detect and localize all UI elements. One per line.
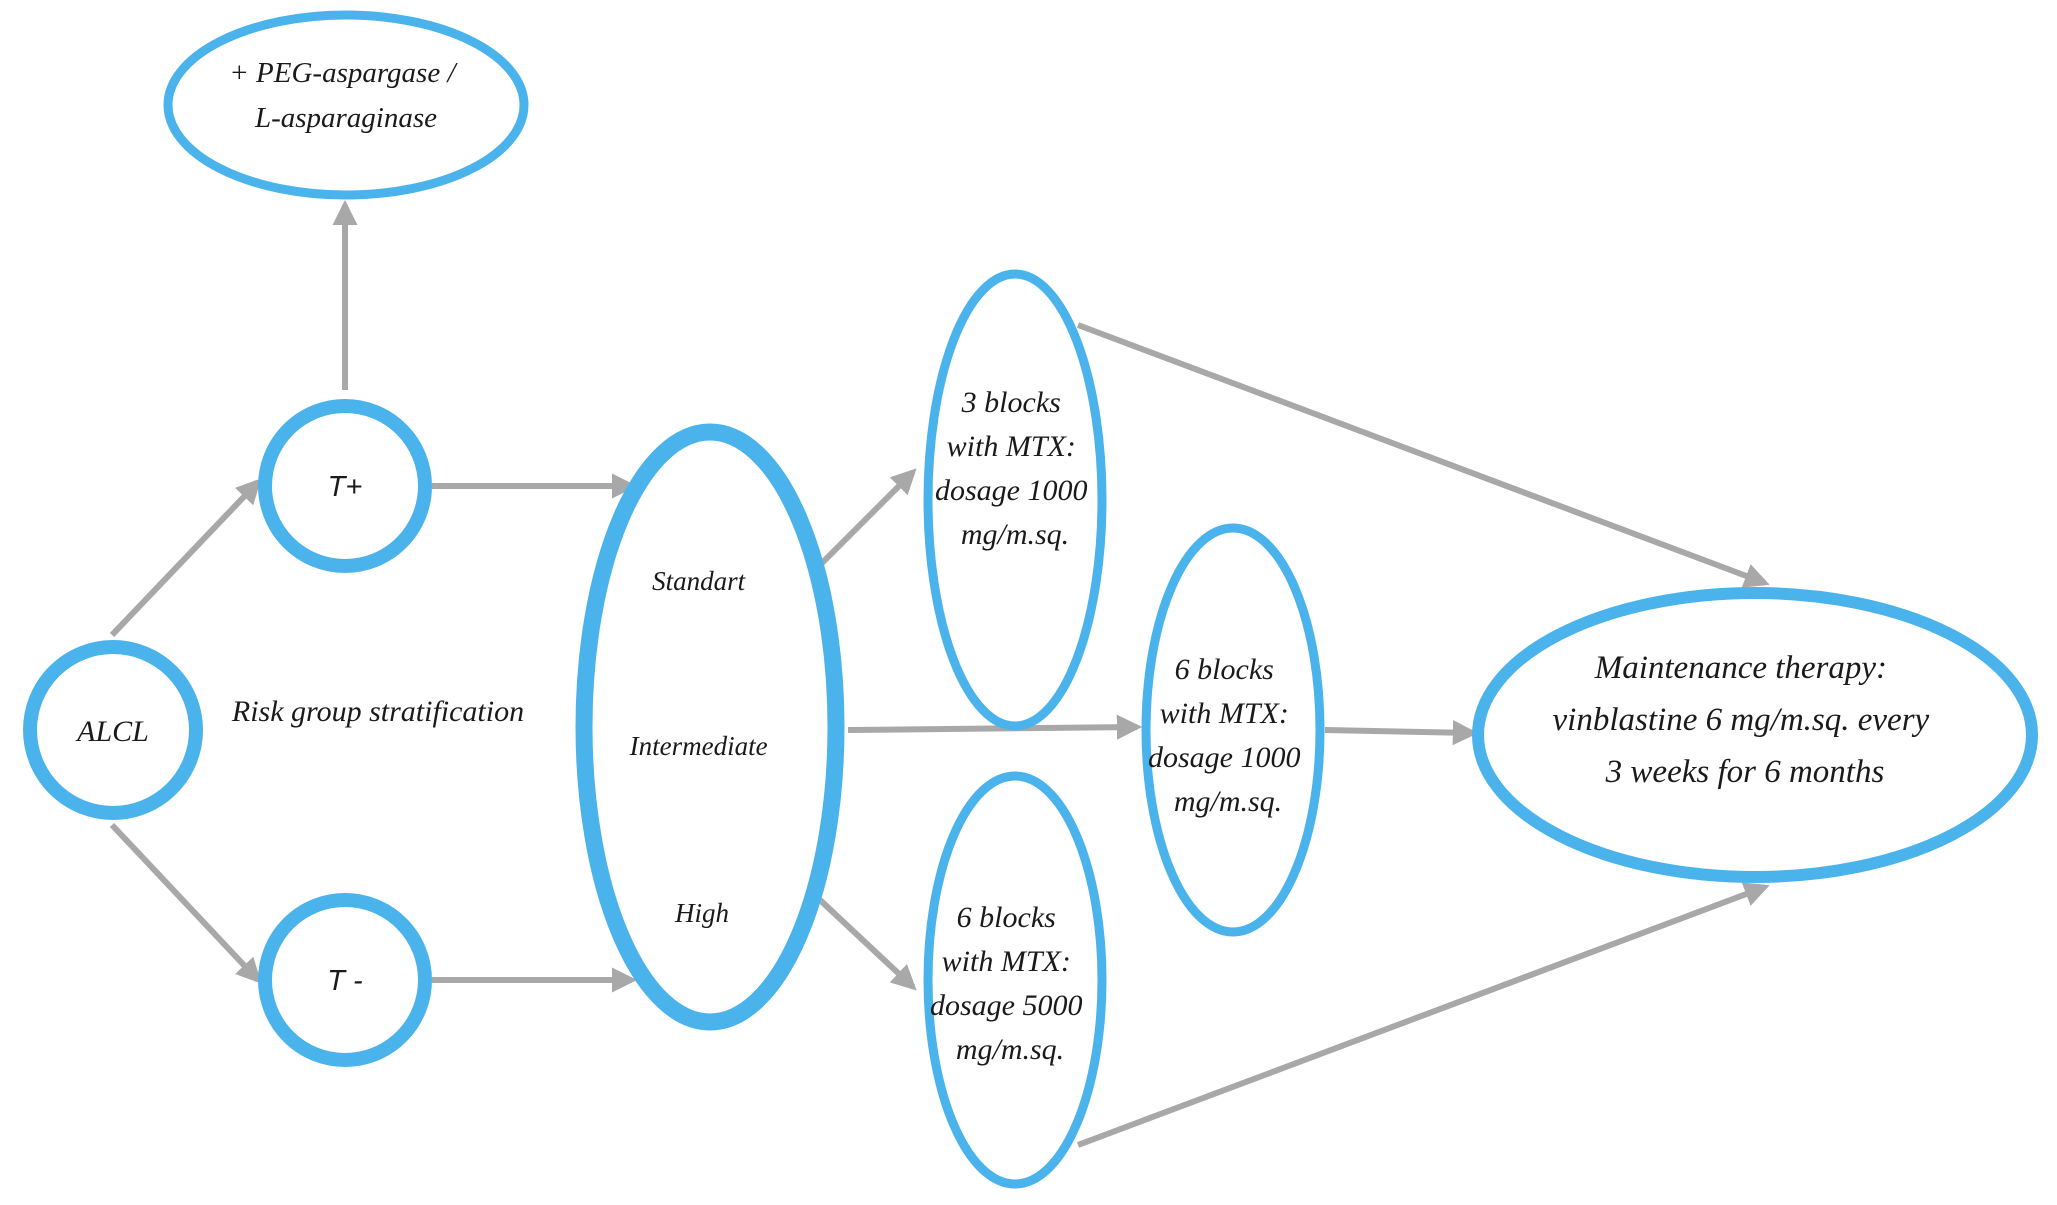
svg-text:T+: T+ [328,471,363,503]
node-3-blocks-line-4: mg/m.sq. [961,518,1069,551]
risk-group-intermediate: Intermediate [629,731,768,761]
risk-group-standard: Standart [652,566,747,596]
node-peg-line-2: L-asparaginase [254,102,437,134]
node-peg-asparaginase: + PEG-aspargase / L-asparaginase [163,10,529,200]
arrow-6-blocks-5000-to-maintenance [1076,882,1770,1148]
node-6-blocks-1000-line-1: 6 blocks [1175,653,1274,686]
svg-text:3 blocks with MTX:: 3 blocks with MTX: dosage 1000 mg/m.sq. [935,386,1095,551]
node-6-blocks-5000-line-3: dosage 5000 [930,989,1083,1022]
node-t-minus: T - [258,893,432,1067]
svg-text:6 blocks with MTX:: 6 blocks with MTX: dosage 1000 mg/m.sq. [1148,653,1308,818]
node-6-blocks-mtx-1000: 6 blocks with MTX: dosage 1000 mg/m.sq. [1141,523,1325,937]
arrow-6-blocks-to-maintenance [1324,719,1479,746]
maintenance-line-1: Maintenance therapy: [1594,650,1887,686]
connectors [109,199,1770,1148]
node-t-plus-line: T+ [328,471,363,503]
svg-text:+ PEG-aspargase / L-aspa: + PEG-aspargase / L-asparaginase [229,57,463,134]
arrow-alcl-to-t-minus [109,822,262,984]
arrow-3-blocks-to-maintenance [1076,322,1770,588]
node-risk-groups: Standart Intermediate High [575,423,845,1031]
node-alcl: ALCL [23,640,203,820]
node-6-blocks-5000-line-4: mg/m.sq. [956,1033,1064,1066]
node-3-blocks-mtx-1000: 3 blocks with MTX: dosage 1000 mg/m.sq. [923,269,1107,731]
node-6-blocks-1000-line-3: dosage 1000 [1148,741,1301,774]
node-t-minus-line: T - [327,965,362,997]
node-t-plus: T+ [258,399,432,573]
svg-text:Standart Intermediate: Standart Intermediate High [629,566,775,928]
svg-text:Maintenance therapy: vin: Maintenance therapy: vinblastine 6 mg/m.… [1553,650,1938,790]
node-6-blocks-1000-line-4: mg/m.sq. [1174,785,1282,818]
node-3-blocks-line-3: dosage 1000 [935,474,1088,507]
risk-group-high: High [674,898,729,928]
svg-text:6 blocks with MTX:: 6 blocks with MTX: dosage 5000 mg/m.sq. [930,901,1090,1066]
risk-stratification-label: Risk group stratification [231,695,524,728]
arrow-high-to-6-blocks-5000 [817,897,917,991]
arrow-standard-to-3-blocks [817,468,917,568]
maintenance-line-2: vinblastine 6 mg/m.sq. every [1553,702,1930,738]
node-6-blocks-5000-line-2: with MTX: [942,945,1071,978]
node-peg-line-1: + PEG-aspargase / [229,57,458,89]
node-alcl-line: ALCL [75,715,149,748]
arrow-alcl-to-t-plus [109,478,262,638]
svg-text:T -: T - [327,965,362,997]
node-maintenance-therapy: Maintenance therapy: vinblastine 6 mg/m.… [1472,587,2038,883]
maintenance-line-3: 3 weeks for 6 months [1605,754,1885,790]
node-3-blocks-line-1: 3 blocks [961,386,1061,419]
node-6-blocks-mtx-5000: 6 blocks with MTX: dosage 5000 mg/m.sq. [923,771,1107,1189]
node-6-blocks-1000-line-2: with MTX: [1160,697,1289,730]
node-3-blocks-line-2: with MTX: [947,430,1076,463]
svg-text:ALCL: ALCL [75,715,149,748]
node-6-blocks-5000-line-1: 6 blocks [957,901,1056,934]
arrow-intermediate-to-6-blocks [847,714,1143,740]
